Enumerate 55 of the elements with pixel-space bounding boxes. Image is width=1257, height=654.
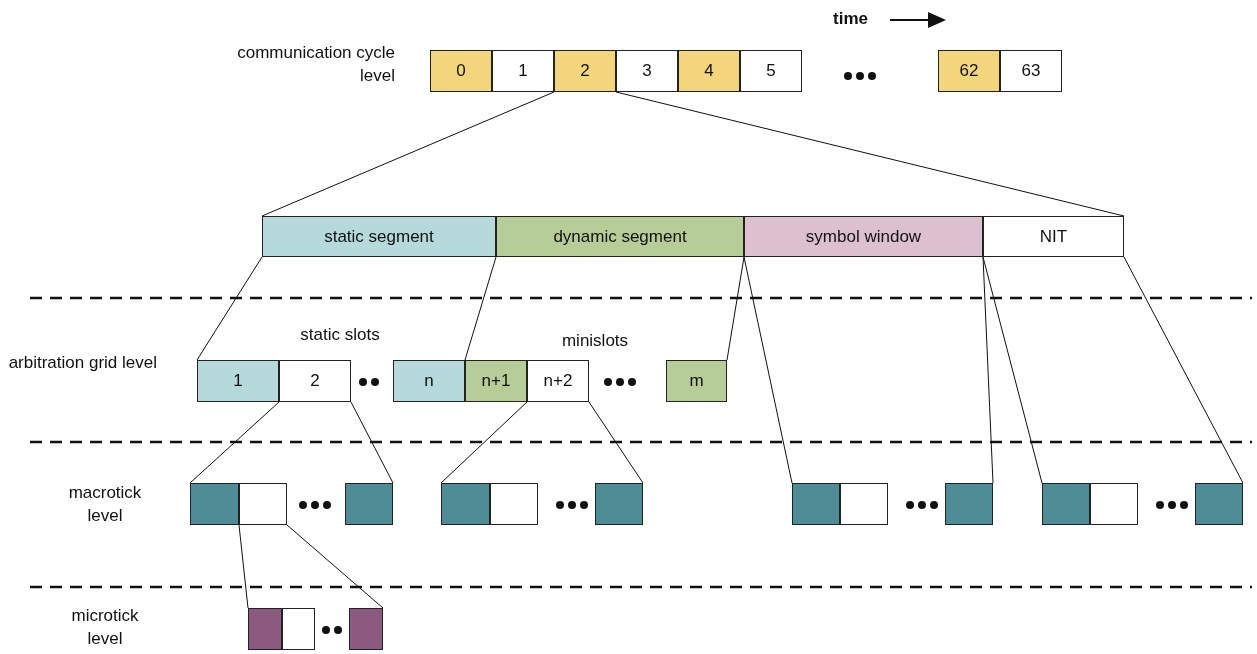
macrotick-box xyxy=(239,483,287,525)
cycle-slot: 63 xyxy=(1000,50,1062,92)
microtick-box xyxy=(248,608,282,650)
connector-line xyxy=(1123,256,1244,484)
macrotick-box xyxy=(840,483,888,525)
group-label: minislots xyxy=(560,330,630,352)
macrotick-box xyxy=(345,483,393,525)
cycle-slot: 62 xyxy=(938,50,1000,92)
macrotick-box xyxy=(945,483,993,525)
segment-box: dynamic segment xyxy=(496,216,744,257)
connector-line xyxy=(982,256,994,484)
segment-box: static segment xyxy=(262,216,496,257)
microtick-box xyxy=(349,608,383,650)
segment-box: symbol window xyxy=(744,216,983,257)
cycle-slot: 4 xyxy=(678,50,740,92)
macrotick-box xyxy=(1195,483,1243,525)
macrotick-box xyxy=(595,483,643,525)
group-label: static slots xyxy=(299,324,381,346)
arbitration-slot: 2 xyxy=(279,360,351,402)
connector-line xyxy=(196,256,263,361)
time-label: time xyxy=(833,8,869,30)
macrotick-box xyxy=(1042,483,1090,525)
cycle-slot: 3 xyxy=(616,50,678,92)
connector-line xyxy=(286,524,384,609)
connector-line xyxy=(464,256,497,361)
level-label: communication cycle level xyxy=(236,42,395,87)
connector-line xyxy=(261,91,555,217)
macrotick-box xyxy=(190,483,239,525)
cycle-slot: 5 xyxy=(740,50,802,92)
macrotick-box xyxy=(441,483,490,525)
connector-line xyxy=(743,256,793,484)
cycle-slot: 1 xyxy=(492,50,554,92)
level-label: arbitration grid level xyxy=(7,352,157,374)
cycle-slot: 0 xyxy=(430,50,492,92)
arbitration-slot: n+1 xyxy=(465,360,527,402)
arbitration-slot: m xyxy=(666,360,727,402)
macrotick-box xyxy=(490,483,538,525)
connector-line xyxy=(350,401,394,484)
arbitration-slot: 1 xyxy=(197,360,279,402)
level-label: macrotick level xyxy=(67,482,143,527)
connector-line xyxy=(726,256,745,361)
arbitration-slot: n xyxy=(393,360,465,402)
connector-line xyxy=(189,401,280,484)
connector-line xyxy=(440,401,528,484)
cycle-slot: 2 xyxy=(554,50,616,92)
connector-line xyxy=(615,91,1125,217)
macrotick-box xyxy=(1090,483,1138,525)
connector-line xyxy=(588,401,644,484)
segment-box: NIT xyxy=(983,216,1124,257)
level-label: microtick level xyxy=(70,605,140,650)
arbitration-slot: n+2 xyxy=(527,360,589,402)
connector-line xyxy=(982,256,1043,484)
microtick-box xyxy=(282,608,315,650)
connector-line xyxy=(238,524,249,609)
macrotick-box xyxy=(792,483,840,525)
